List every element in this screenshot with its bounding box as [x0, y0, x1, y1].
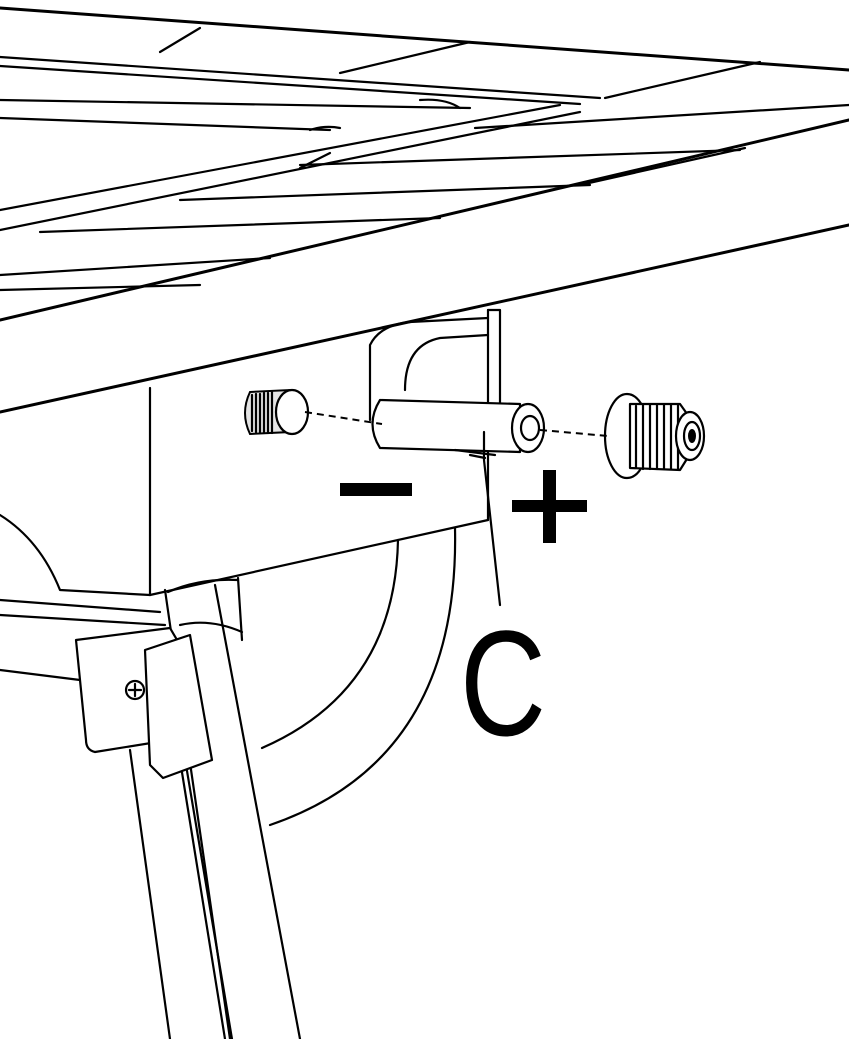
bolt-c	[371, 398, 546, 460]
knob-nut	[603, 392, 706, 480]
part-label-c: C	[460, 599, 546, 767]
table-top	[0, 6, 849, 414]
curved-brace	[260, 526, 457, 827]
table-leg	[128, 576, 302, 1039]
minus-sign	[340, 483, 412, 496]
plus-sign	[512, 470, 587, 543]
leader-line	[482, 430, 502, 607]
assembly-axis	[304, 411, 609, 437]
frame-body	[0, 308, 502, 682]
threaded-stud	[244, 388, 310, 436]
hinge-plate	[74, 626, 214, 780]
